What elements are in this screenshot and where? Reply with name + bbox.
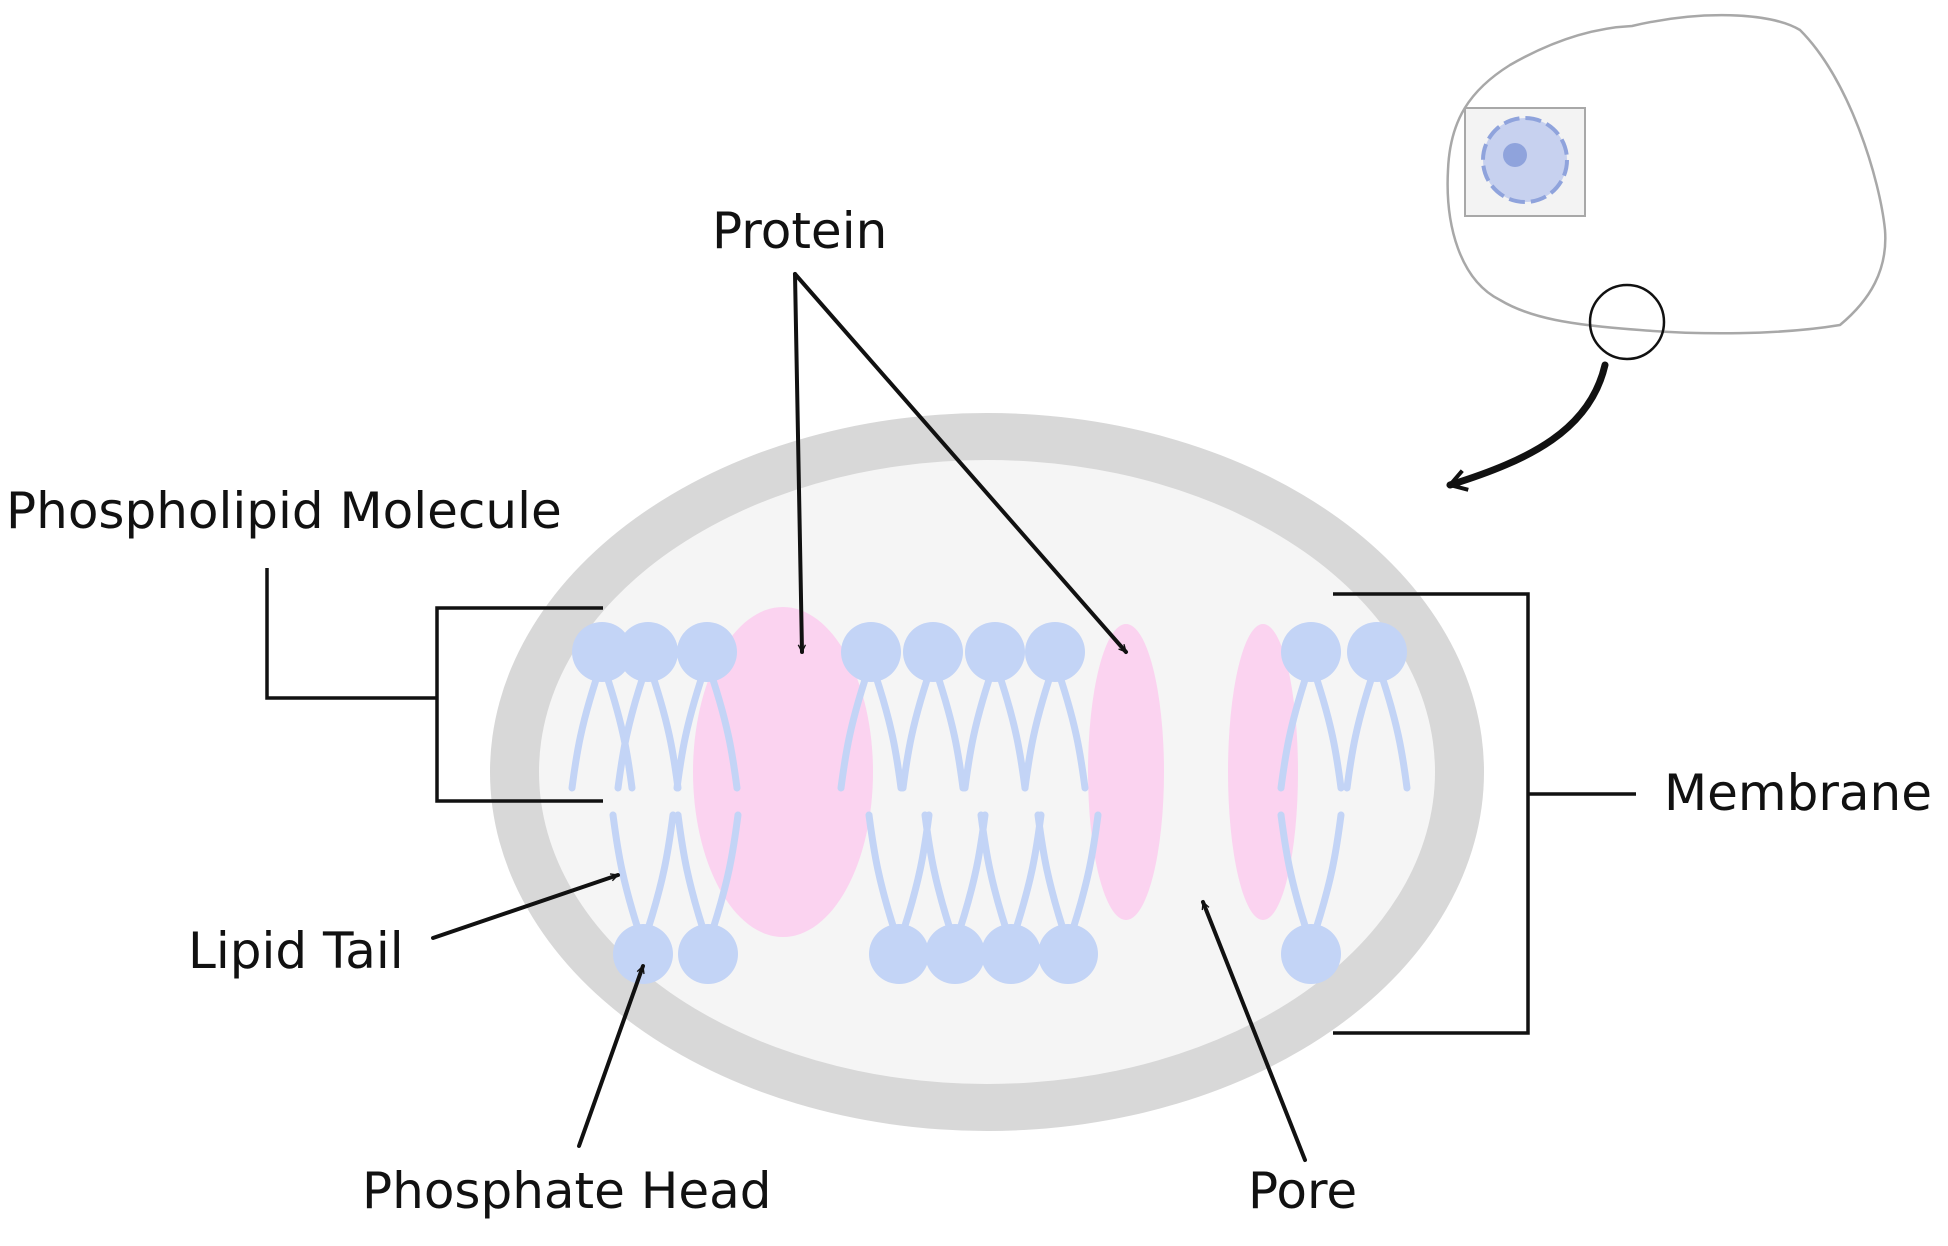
lipid-tail-lower-4-1 (921, 811, 959, 948)
phospholipid-molecule-label: Phospholipid Molecule (6, 482, 562, 540)
lipid-tail-upper-3-1 (673, 658, 711, 792)
phosphate-head-upper-1 (572, 622, 632, 682)
phosphate-head-upper-9 (1347, 622, 1407, 682)
phosphate-head-upper-2 (618, 622, 678, 682)
protein-label: Protein (712, 202, 887, 260)
lipid-tail-upper-9-2 (1373, 658, 1411, 792)
lipid-tail-upper-7-1 (1021, 658, 1059, 792)
lipid-tail-lower-1-1 (609, 811, 647, 948)
cell-outline-icon (1446, 13, 1887, 335)
phospholipid-leader-line (265, 568, 437, 700)
lipid-tail-lower-7-1 (1277, 811, 1315, 948)
lipid-tail-upper-7-2 (1051, 658, 1089, 792)
phosphate-head-upper-4 (841, 622, 901, 682)
phospholipid-bilayer (568, 622, 1411, 984)
phosphate-head-lower-7 (1281, 924, 1341, 984)
zoom-circle-icon (1588, 283, 1666, 361)
lipid-tail-upper-6-1 (961, 658, 999, 792)
lipid-tail-lower-1-2 (639, 811, 677, 948)
lipid-tail-lower-2-2 (704, 811, 742, 948)
phosphate-head-upper-7 (1025, 622, 1085, 682)
lipid-tail-lower-6-1 (1034, 811, 1072, 948)
nucleolus-icon (1503, 143, 1527, 167)
pore-arrow (1201, 900, 1307, 1162)
membrane-label: Membrane (1664, 764, 1932, 822)
curved-arrow-icon (1446, 361, 1609, 492)
membrane-bracket (1333, 592, 1530, 1035)
lipid-tail-upper-3-2 (703, 658, 741, 792)
lipid-tail-lower-3-1 (865, 811, 903, 948)
phosphate-head-upper-5 (903, 622, 963, 682)
phosphate-head-upper-8 (1281, 622, 1341, 682)
lipid-tail-upper-9-1 (1343, 658, 1381, 792)
lipid-tail-lower-6-2 (1064, 811, 1102, 948)
phospholipid-bracket (435, 606, 603, 803)
lipid-tail-upper-4-1 (837, 658, 875, 792)
protein-1 (693, 607, 873, 937)
phosphate-head-lower-4 (925, 924, 985, 984)
lipid-tail-upper-5-2 (929, 658, 967, 792)
protein-3 (1228, 624, 1298, 920)
phosphate-head-arrow (577, 964, 645, 1148)
phosphate-head-lower-1 (613, 924, 673, 984)
lipid-tail-upper-2-1 (614, 658, 652, 792)
phosphate-head-upper-3 (677, 622, 737, 682)
protein-arrow-left (793, 272, 802, 654)
phosphate-head-upper-6 (965, 622, 1025, 682)
phosphate-head-lower-3 (869, 924, 929, 984)
lipid-tail-arrow (431, 873, 620, 940)
phosphate-head-lower-5 (981, 924, 1041, 984)
lipid-tail-upper-8-1 (1277, 658, 1315, 792)
lipid-tail-lower-2-1 (674, 811, 712, 948)
lipid-tail-upper-1-1 (568, 658, 606, 792)
lipid-tail-upper-4-2 (867, 658, 905, 792)
phosphate-head-lower-2 (678, 924, 738, 984)
pore-label: Pore (1248, 1162, 1357, 1220)
protein-2 (1088, 624, 1164, 920)
phosphate-head-label: Phosphate Head (362, 1162, 772, 1220)
lipid-tail-upper-8-2 (1307, 658, 1345, 792)
lipid-tail-lower-5-1 (977, 811, 1015, 948)
lipid-tail-label: Lipid Tail (188, 922, 404, 980)
lipid-tail-lower-7-2 (1307, 811, 1345, 948)
phosphate-head-lower-6 (1038, 924, 1098, 984)
lipid-tail-upper-5-1 (899, 658, 937, 792)
protein-arrow-right (793, 272, 1128, 654)
